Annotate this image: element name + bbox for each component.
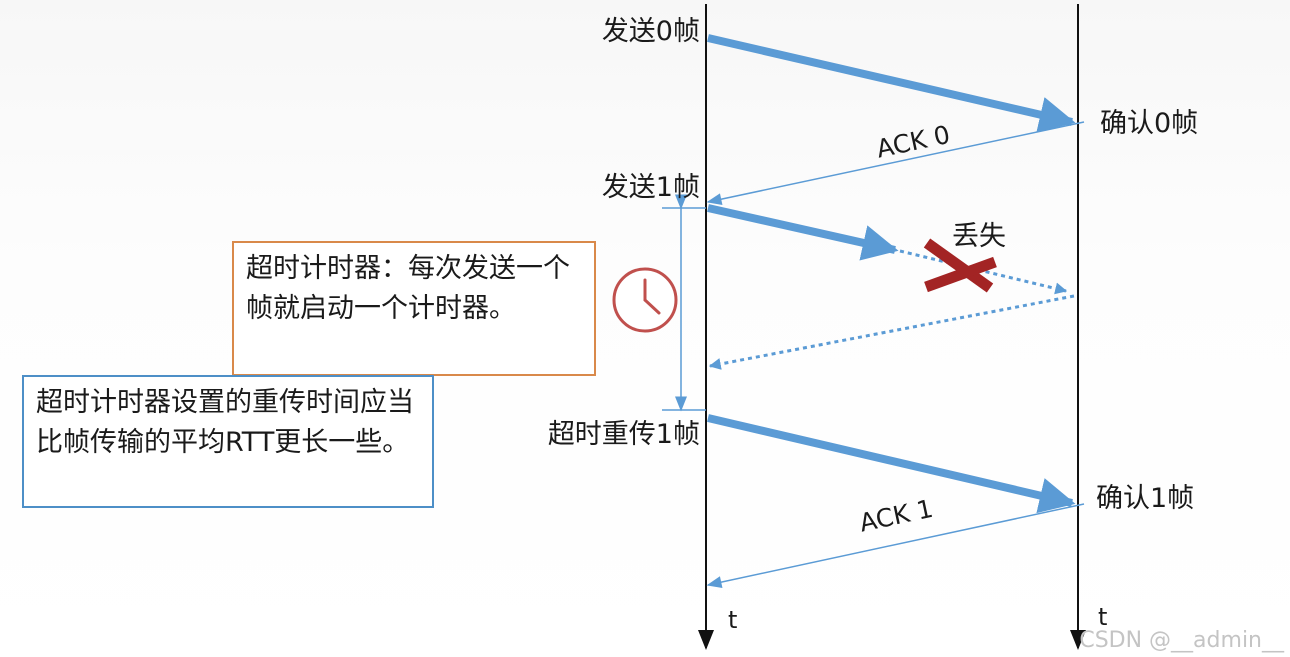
- watermark: CSDN @__admin__: [1079, 628, 1284, 653]
- lost-label: 丢失: [952, 221, 1006, 252]
- ack1-label: ACK 1: [857, 494, 936, 538]
- confirm1-label: 确认1帧: [1096, 483, 1194, 514]
- send1-label: 发送1帧: [602, 172, 700, 203]
- ack0-label: ACK 0: [874, 120, 953, 164]
- retransmit-frame1-arrow: [707, 414, 1076, 514]
- ack0-arrow: [706, 121, 1085, 206]
- send0-label: 发送0帧: [602, 16, 700, 47]
- frame0-arrow: [707, 34, 1076, 133]
- confirm0-label: 确认0帧: [1100, 108, 1198, 139]
- timer-note: 超时计时器：每次发送一个帧就启动一个计时器。: [232, 241, 596, 376]
- receiver-time-axis-label: t: [1098, 603, 1107, 631]
- clock-icon: [612, 267, 678, 333]
- sender-time-axis-label: t: [728, 606, 737, 634]
- ack1-arrow: [706, 503, 1085, 589]
- timeout-dotted-arrow: [708, 294, 1075, 370]
- x-mark-icon: [923, 238, 997, 293]
- rtt-note: 超时计时器设置的重传时间应当比帧传输的平均RTT更长一些。: [22, 375, 434, 508]
- retransmit-label: 超时重传1帧: [548, 419, 700, 450]
- frame1-arrow: [707, 204, 899, 261]
